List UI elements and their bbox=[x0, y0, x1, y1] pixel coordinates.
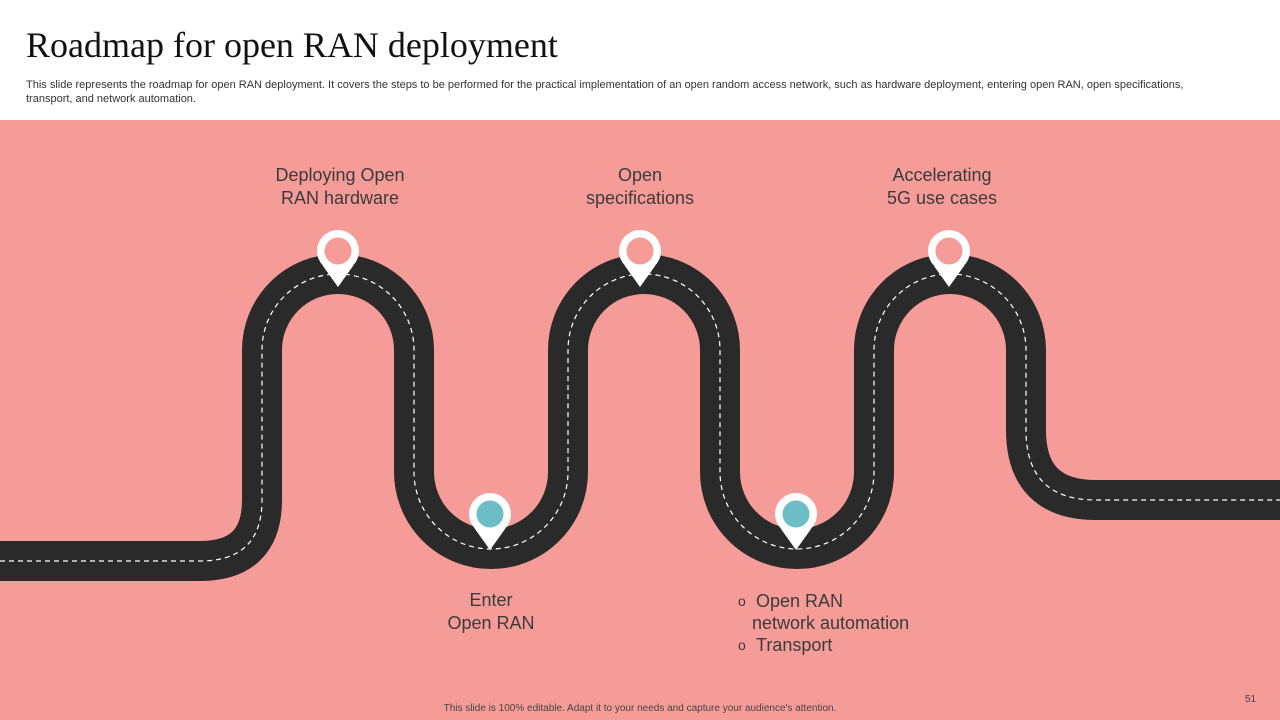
map-pin-icon bbox=[469, 493, 511, 550]
milestone-label-line: Accelerating bbox=[892, 165, 992, 185]
milestone-label-line: Deploying Open bbox=[275, 165, 405, 185]
map-pin-icon bbox=[928, 230, 970, 287]
milestone-label: Open specifications bbox=[540, 164, 740, 210]
list-item: o Open RAN network automation bbox=[738, 590, 909, 634]
page-number: 51 bbox=[1245, 694, 1257, 705]
milestone-bullet-list: o Open RAN network automation o Transpor… bbox=[738, 590, 909, 656]
milestone-label-line: 5G use cases bbox=[886, 188, 998, 208]
slide-header: Roadmap for open RAN deployment This sli… bbox=[0, 0, 1280, 120]
map-pin-icon bbox=[619, 230, 661, 287]
milestone-label: Accelerating 5G use cases bbox=[842, 164, 1042, 210]
road-body bbox=[0, 254, 1280, 581]
bullet-icon: o bbox=[738, 637, 746, 653]
bullet-icon: o bbox=[738, 593, 746, 609]
map-pin-icon bbox=[775, 493, 817, 550]
roadmap-area: Deploying Open RAN hardware Open specifi… bbox=[0, 120, 1280, 720]
map-pin-icon bbox=[317, 230, 359, 287]
milestone-label-line: Open RAN bbox=[447, 613, 535, 633]
milestone-label-line: Enter bbox=[469, 590, 513, 610]
slide-title: Roadmap for open RAN deployment bbox=[26, 25, 558, 65]
list-item-text: Open RAN bbox=[756, 591, 844, 611]
list-item: o Transport bbox=[738, 634, 909, 656]
list-item-text: Transport bbox=[756, 635, 833, 655]
milestone-label-line: RAN hardware bbox=[280, 188, 400, 208]
milestone-label-line: Open bbox=[617, 165, 663, 185]
milestone-label: Deploying Open RAN hardware bbox=[240, 164, 440, 210]
list-item-text: network automation bbox=[752, 613, 910, 633]
milestone-label: Enter Open RAN bbox=[391, 589, 591, 635]
slide-footer: This slide is 100% editable. Adapt it to… bbox=[443, 703, 837, 714]
slide-description: This slide represents the roadmap for op… bbox=[26, 79, 1184, 105]
roadmap-road bbox=[0, 230, 1280, 581]
milestone-label-line: specifications bbox=[585, 188, 695, 208]
